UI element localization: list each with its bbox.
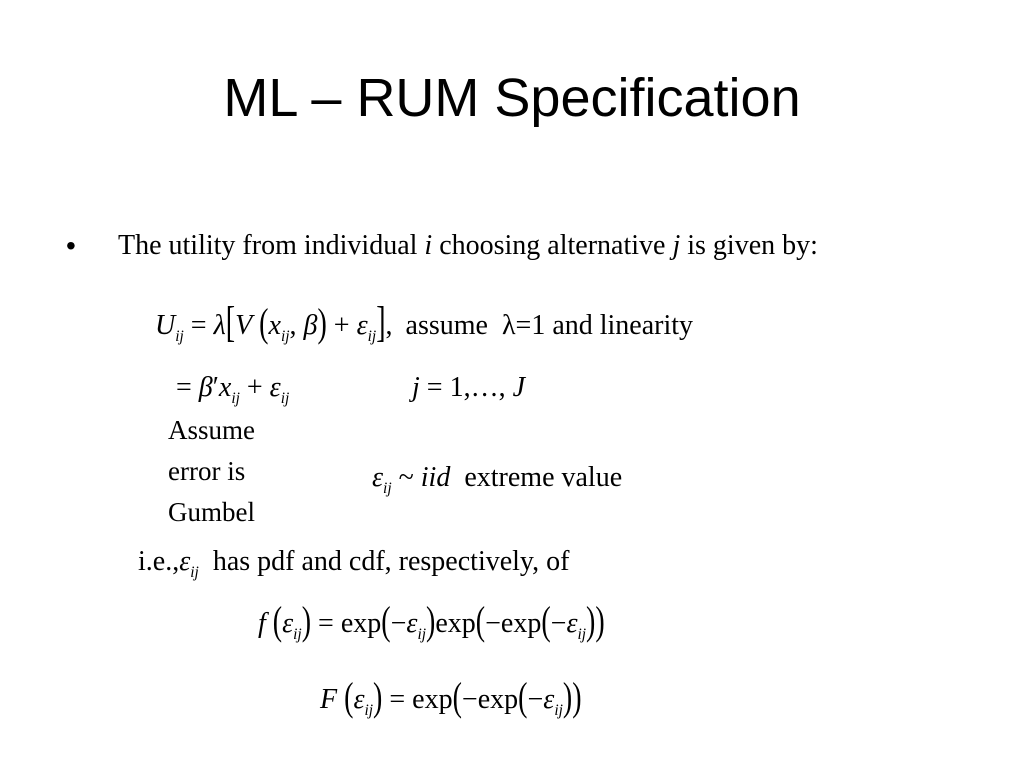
ie-prefix: i.e., xyxy=(138,546,180,577)
bullet-var-j: j xyxy=(672,230,681,261)
pdf-equation: f (εij) = exp(−εij)exp(−exp(−εij)) xyxy=(258,599,605,644)
gumbel-note: Assume error is Gumbel xyxy=(168,415,255,527)
lambda-condition: λ=1 and linearity xyxy=(501,310,694,341)
bullet-text-middle: choosing alternative xyxy=(432,230,673,261)
bullet-text: The utility from individual i choosing a… xyxy=(118,226,818,266)
pdf-cdf-intro: i.e.,εij has pdf and cdf, respectively, … xyxy=(138,546,570,581)
linear-utility-equation: = β′xij + εij xyxy=(176,372,290,407)
bullet-text-prefix: The utility from individual xyxy=(118,230,425,261)
bullet-var-i: i xyxy=(424,230,433,261)
assume-word: assume xyxy=(405,310,488,341)
error-distribution: εij ~ iid extreme value xyxy=(372,462,623,497)
cdf-equation: F (εij) = exp(−exp(−εij)) xyxy=(320,675,582,720)
alternative-range: j = 1,…, J xyxy=(412,372,526,403)
bullet-text-suffix: is given by: xyxy=(680,230,818,261)
bullet-marker: • xyxy=(66,230,76,261)
slide-title: ML – RUM Specification xyxy=(223,68,801,128)
pdf-cdf-text: has pdf and cdf, respectively, of xyxy=(212,546,570,577)
extreme-value-label: extreme value xyxy=(464,462,623,493)
